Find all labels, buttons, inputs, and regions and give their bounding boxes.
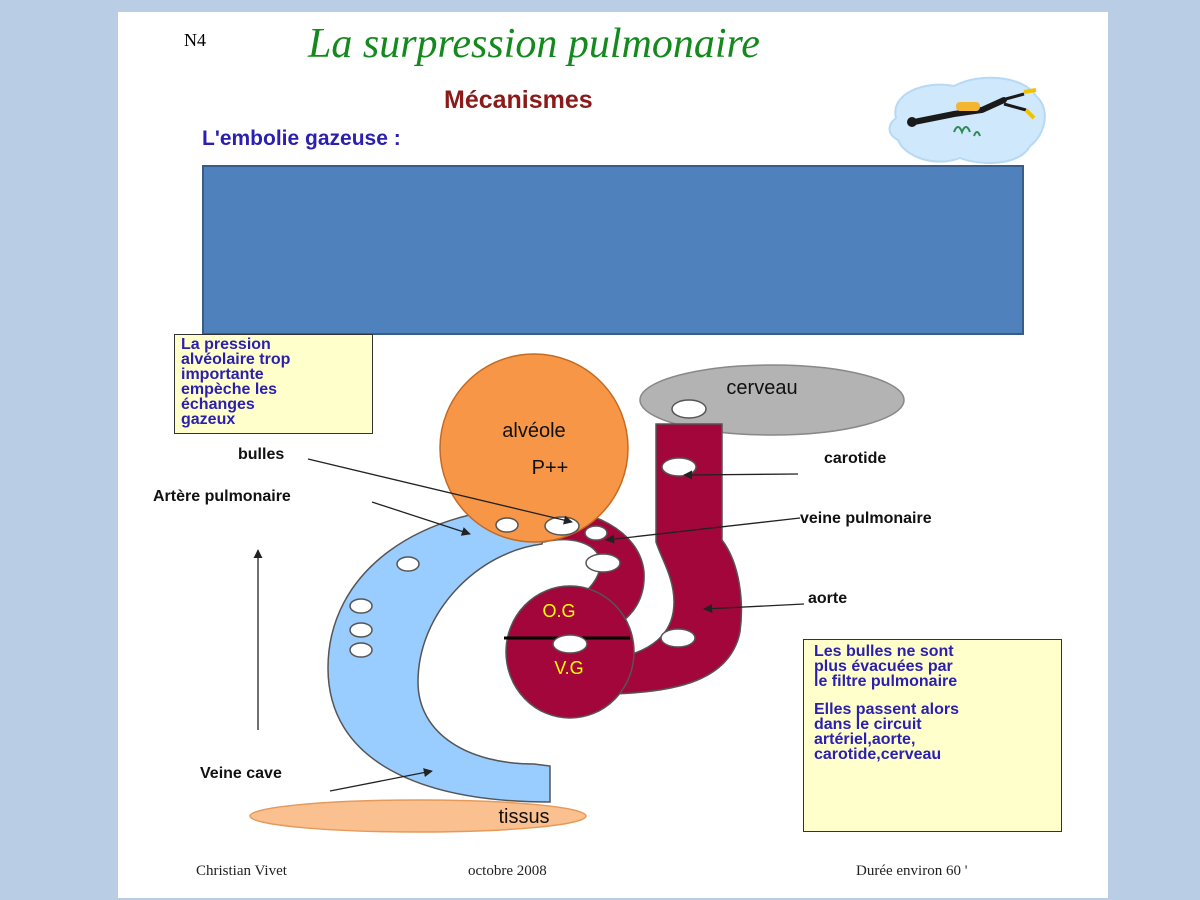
cerveau-ellipse [639,364,905,436]
note-line: le filtre pulmonaire [814,673,958,690]
note-alveolar-pressure: La pression alvéolaire trop importante e… [174,334,373,434]
note-line: empèche les [181,381,278,398]
note-line: carotide,cerveau [814,746,942,763]
alveole-label: alvéole [502,420,565,442]
bubble [660,628,696,648]
note-line: artériel,aorte, [814,731,916,748]
slide-code: N4 [184,30,206,50]
alveole-circle [439,353,629,543]
bubble [661,457,697,477]
bubble [349,642,373,658]
note-line: gazeux [181,411,236,428]
note-bubbles: Les bulles ne sont plus évacuées par le … [803,639,1062,832]
note-line: plus évacuées par [814,658,953,675]
og-label: O.G [542,601,575,621]
bubble [584,525,608,541]
veine-cave-label: Veine cave [200,765,282,782]
veine-pulmonaire-label: veine pulmonaire [800,510,932,527]
note-paragraph: Elles passent alors dans le circuit arté… [814,701,1051,763]
slide-subtitle: Mécanismes [444,86,593,114]
note-paragraph: Les bulles ne sont plus évacuées par le … [814,643,1051,690]
bubble [585,553,621,573]
bubble [671,399,707,419]
footer-author: Christian Vivet [196,863,287,879]
bubble [396,556,420,572]
bubble [495,517,519,533]
note-line: Les bulles ne sont [814,643,954,660]
pressure-label: P++ [532,457,569,479]
footer-duration: Durée environ 60 ' [856,863,968,879]
artere-pulmonaire-label: Artère pulmonaire [153,488,291,505]
note-line: importante [181,366,264,383]
slide: N4 La surpression pulmonaire Mécanismes … [118,12,1108,898]
aorte-label: aorte [808,590,847,607]
bulles-label: bulles [238,446,284,463]
bubble [349,622,373,638]
slide-title: La surpression pulmonaire [308,21,760,67]
note-line: dans le circuit [814,716,922,733]
note-line: alvéolaire trop [181,351,291,368]
carotide-label: carotide [824,450,886,467]
pulmonary-artery-vessel [327,505,551,803]
tissus-ellipse [249,799,587,833]
note-line: échanges [181,396,255,413]
bubble [349,598,373,614]
section-heading: L'embolie gazeuse : [202,127,401,150]
diver-clipart [888,76,1046,164]
cerveau-label: cerveau [726,377,797,399]
vg-label: V.G [554,658,583,678]
note-line: Elles passent alors [814,701,959,718]
footer-date: octobre 2008 [468,863,547,879]
note-line: La pression [181,336,271,353]
circulation-diagram: alvéole P++ cerveau tissus O.G V.G bulle… [153,353,932,833]
bubble [552,634,588,654]
blue-overlay-box [202,165,1024,335]
tissus-label: tissus [498,806,549,828]
